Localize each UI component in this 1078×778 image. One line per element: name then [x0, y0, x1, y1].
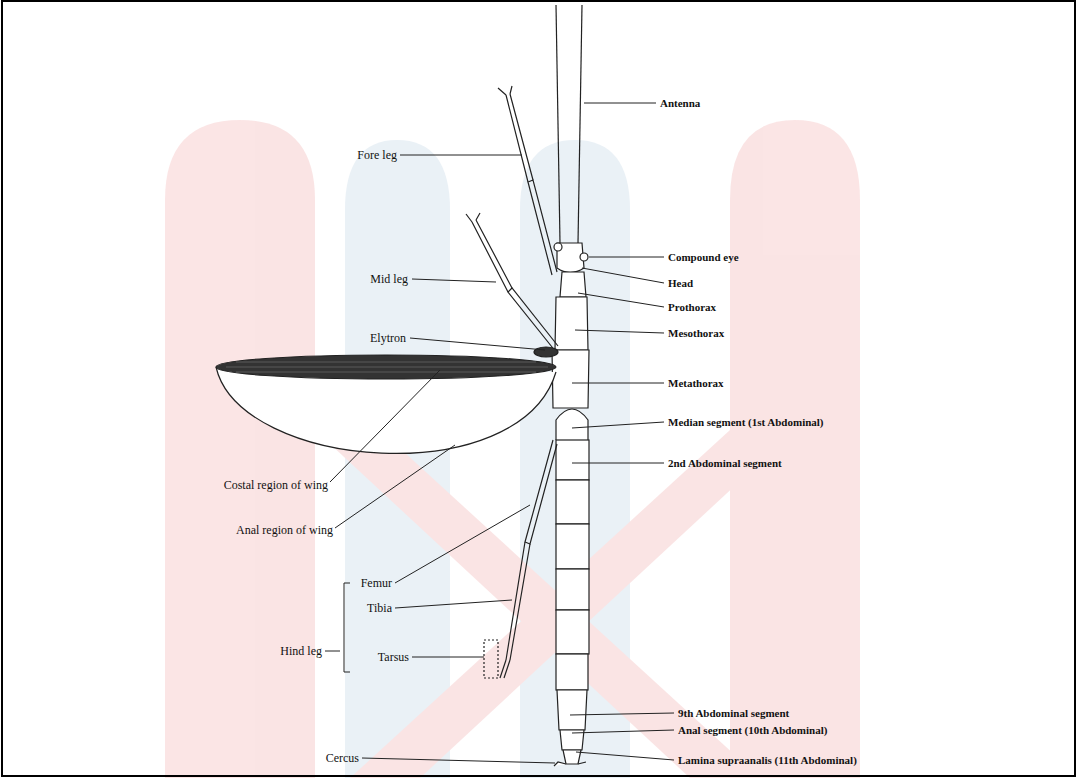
leader-lines-part: [412, 657, 484, 658]
part-label: Prothorax: [668, 300, 716, 314]
part-label: Compound eye: [668, 250, 739, 264]
leader-lines-part: [395, 505, 530, 583]
insect-body-part: [552, 350, 589, 408]
insect-body-part: [554, 762, 586, 766]
insect-body-part: [556, 440, 589, 480]
leader-lines-part: [410, 338, 545, 350]
watermark-part: [165, 120, 315, 778]
leader-lines-part: [578, 293, 664, 307]
insect-body-part: [556, 654, 588, 690]
leader-lines-part: [572, 463, 664, 464]
insect-body-part: [557, 690, 587, 730]
insect-body-part: [556, 5, 560, 243]
insect-body-part: [556, 524, 589, 569]
leader-lines-part: [570, 713, 674, 715]
legs-part: [466, 213, 480, 222]
leader-lines-part: [572, 422, 664, 428]
insect-body-part: [555, 297, 588, 350]
part-label: Anal region of wing: [236, 523, 333, 537]
legs-part: [506, 94, 533, 182]
part-label: Tibia: [367, 601, 392, 615]
part-label: Cercus: [326, 751, 359, 765]
part-label: Tarsus: [378, 650, 409, 664]
leader-lines-part: [582, 268, 664, 283]
leader-lines-part: [335, 445, 455, 528]
insect-body-part: [556, 480, 589, 524]
legs-part: [484, 640, 498, 678]
leader-lines-part: [572, 730, 674, 733]
part-label: Mid leg: [370, 272, 408, 286]
leader-lines-part: [325, 651, 340, 652]
part-label: Metathorax: [668, 376, 724, 390]
part-label: Mesothorax: [668, 326, 724, 340]
part-label: Elytron: [370, 331, 406, 345]
insect-body-part: [580, 253, 588, 261]
part-label: Femur: [361, 576, 392, 590]
part-label: Antenna: [660, 96, 700, 110]
leader-lines-part: [344, 583, 350, 672]
watermark: [165, 120, 860, 778]
part-label: Head: [668, 276, 693, 290]
part-label: Fore leg: [357, 148, 397, 162]
legs-part: [525, 440, 557, 544]
leader-lines-part: [589, 257, 664, 258]
legs-part: [506, 542, 530, 660]
insect-body: [552, 5, 589, 766]
leader-lines-part: [395, 600, 512, 608]
insect-body-part: [556, 610, 589, 654]
part-label: Anal segment (10th Abdominal): [678, 723, 827, 737]
leader-lines-part: [412, 279, 496, 282]
leader-lines-part: [400, 155, 522, 156]
leader-lines-part: [576, 752, 674, 760]
wing-part: [226, 362, 548, 372]
wing: [216, 347, 558, 453]
insect-body-part: [554, 243, 562, 251]
part-label: Costal region of wing: [224, 478, 328, 492]
part-label: 9th Abdominal segment: [678, 706, 789, 720]
leader-lines-part: [362, 758, 555, 763]
legs-part: [508, 288, 558, 352]
wing-part: [534, 347, 558, 357]
leader-lines: [325, 103, 674, 763]
part-label: Lamina supraanalis (11th Abdominal): [678, 753, 857, 767]
leader-lines-part: [584, 103, 656, 104]
wing-part: [216, 367, 556, 453]
leader-lines-part: [330, 370, 440, 482]
insect-body-part: [556, 409, 588, 440]
part-label: Median segment (1st Abdominal): [668, 415, 824, 429]
leader-lines-part: [575, 330, 664, 333]
wing-part: [216, 355, 556, 379]
legs-part: [498, 86, 512, 95]
legs-part: [500, 660, 510, 678]
part-label: 2nd Abdominal segment: [668, 456, 782, 470]
insect-body-part: [556, 569, 589, 610]
legs-part: [528, 180, 557, 275]
part-label: Hind leg: [280, 644, 322, 658]
leader-lines-part: [572, 383, 664, 384]
insect-body-part: [578, 5, 582, 243]
